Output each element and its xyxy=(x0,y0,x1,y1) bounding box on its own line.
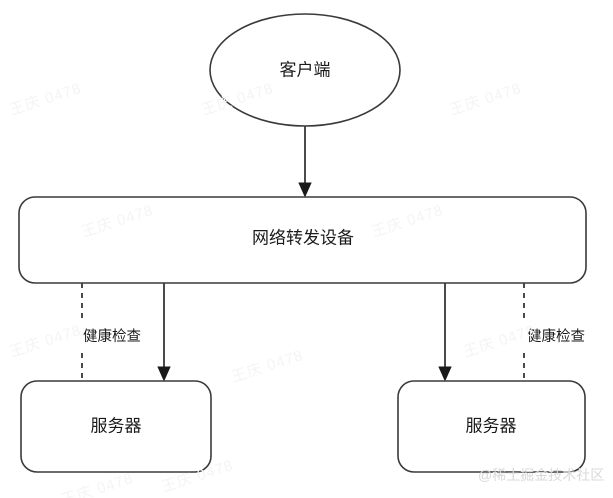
nodes-layer: 客户端 网络转发设备 服务器 服务器 xyxy=(18,13,587,473)
node-server-right-label: 服务器 xyxy=(466,416,517,435)
node-forwarder-label: 网络转发设备 xyxy=(252,228,354,247)
node-server-right-shape[interactable] xyxy=(397,380,586,473)
edge-label-health-check-right: 健康检查 xyxy=(527,328,585,345)
edges-layer xyxy=(81,126,525,382)
edge-label-health-check-left: 健康检查 xyxy=(83,328,141,345)
node-client-label: 客户端 xyxy=(280,60,331,79)
node-server-left-shape[interactable] xyxy=(20,380,212,473)
node-client-shape[interactable] xyxy=(209,13,401,127)
edge-labels-layer: 健康检查 健康检查 xyxy=(61,323,607,349)
health-check-left-label-backdrop xyxy=(61,323,163,349)
health-check-right-label-backdrop xyxy=(505,323,607,349)
node-server-left-label: 服务器 xyxy=(91,416,142,435)
node-forwarder-shape[interactable] xyxy=(18,196,587,284)
